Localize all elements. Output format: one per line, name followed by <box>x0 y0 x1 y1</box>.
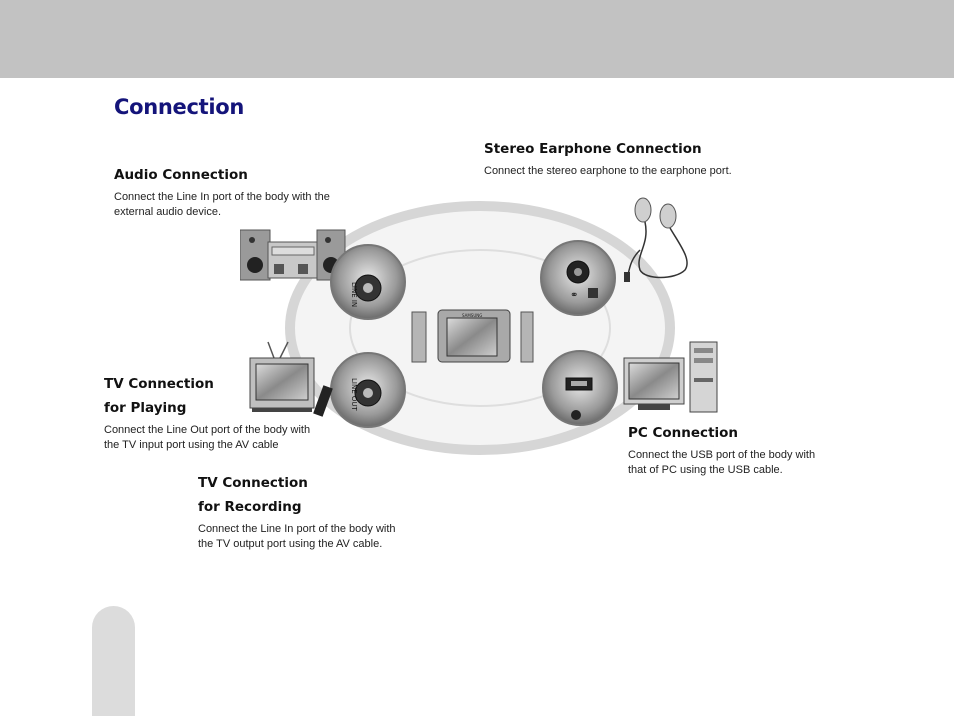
tv-recording-text: Connect the Line In port of the body wit… <box>198 522 408 552</box>
device-brand-label: SAMSUNG <box>462 313 482 318</box>
page-title: Connection <box>114 95 245 119</box>
earphone-connection-section: Stereo Earphone Connection Connect the s… <box>484 137 784 179</box>
pc-connection-text: Connect the USB port of the body with th… <box>628 448 828 478</box>
earphones-icon <box>624 197 688 282</box>
tv-playing-heading-line-1: TV Connection <box>104 376 214 392</box>
inner-ellipse <box>349 249 611 407</box>
audio-connection-text: Connect the Line In port of the body wit… <box>114 190 354 220</box>
device-icon: SAMSUNG <box>411 309 534 363</box>
earphone-port-zoom: ⚭ <box>540 240 616 316</box>
tv-recording-heading-line-2: for Recording <box>198 499 302 515</box>
audio-text-line-2: external audio device. <box>114 206 222 218</box>
audio-connection-heading: Audio Connection <box>114 167 248 183</box>
line-out-zoom: LINE OUT <box>330 352 406 428</box>
pc-text-line-1: Connect the USB port of the body with <box>628 449 816 461</box>
tv-playing-heading: TV Connection for Playing <box>104 372 324 420</box>
tv-icon <box>249 341 315 412</box>
audio-connection-section: Audio Connection Connect the Line In por… <box>114 163 354 220</box>
tv-playing-heading-line-2: for Playing <box>104 400 187 416</box>
tv-playing-text-line-1: Connect the Line Out port of the body wi… <box>104 424 311 436</box>
pc-connection-section: PC Connection Connect the USB port of th… <box>628 421 828 478</box>
tv-playing-text: Connect the Line Out port of the body wi… <box>104 423 324 453</box>
audio-text-line-1: Connect the Line In port of the body wit… <box>114 191 330 203</box>
page-corner-tab <box>92 606 135 716</box>
tv-playing-section: TV Connection for Playing Connect the Li… <box>104 372 324 453</box>
line-in-port-label: LINE IN <box>350 282 358 307</box>
tv-recording-text-line-1: Connect the Line In port of the body wit… <box>198 523 396 535</box>
earphone-connection-heading: Stereo Earphone Connection <box>484 141 702 157</box>
tv-recording-heading: TV Connection for Recording <box>198 471 408 519</box>
stereo-system-icon <box>240 229 346 281</box>
earphone-connection-text: Connect the stereo earphone to the earph… <box>484 164 784 179</box>
pc-text-line-2: that of PC using the USB cable. <box>628 464 783 476</box>
header-band <box>0 0 954 78</box>
tv-recording-section: TV Connection for Recording Connect the … <box>198 471 408 552</box>
connection-illustration: LINE IN ⚭ SAMSUNG LINE OUT <box>240 197 718 455</box>
usb-port-zoom <box>542 350 618 426</box>
tv-recording-heading-line-1: TV Connection <box>198 475 308 491</box>
tv-playing-text-line-2: the TV input port using the AV cable <box>104 439 279 451</box>
pc-connection-heading: PC Connection <box>628 425 739 441</box>
remote-control-icon <box>313 385 333 417</box>
svg-text:⚭: ⚭ <box>570 290 578 301</box>
line-in-zoom: LINE IN <box>330 244 406 320</box>
tv-recording-text-line-2: the TV output port using the AV cable. <box>198 538 383 550</box>
earphone-text-line-1: Connect the stereo earphone to the earph… <box>484 165 732 177</box>
line-out-port-label: LINE OUT <box>350 378 358 411</box>
pc-icon <box>623 341 718 413</box>
